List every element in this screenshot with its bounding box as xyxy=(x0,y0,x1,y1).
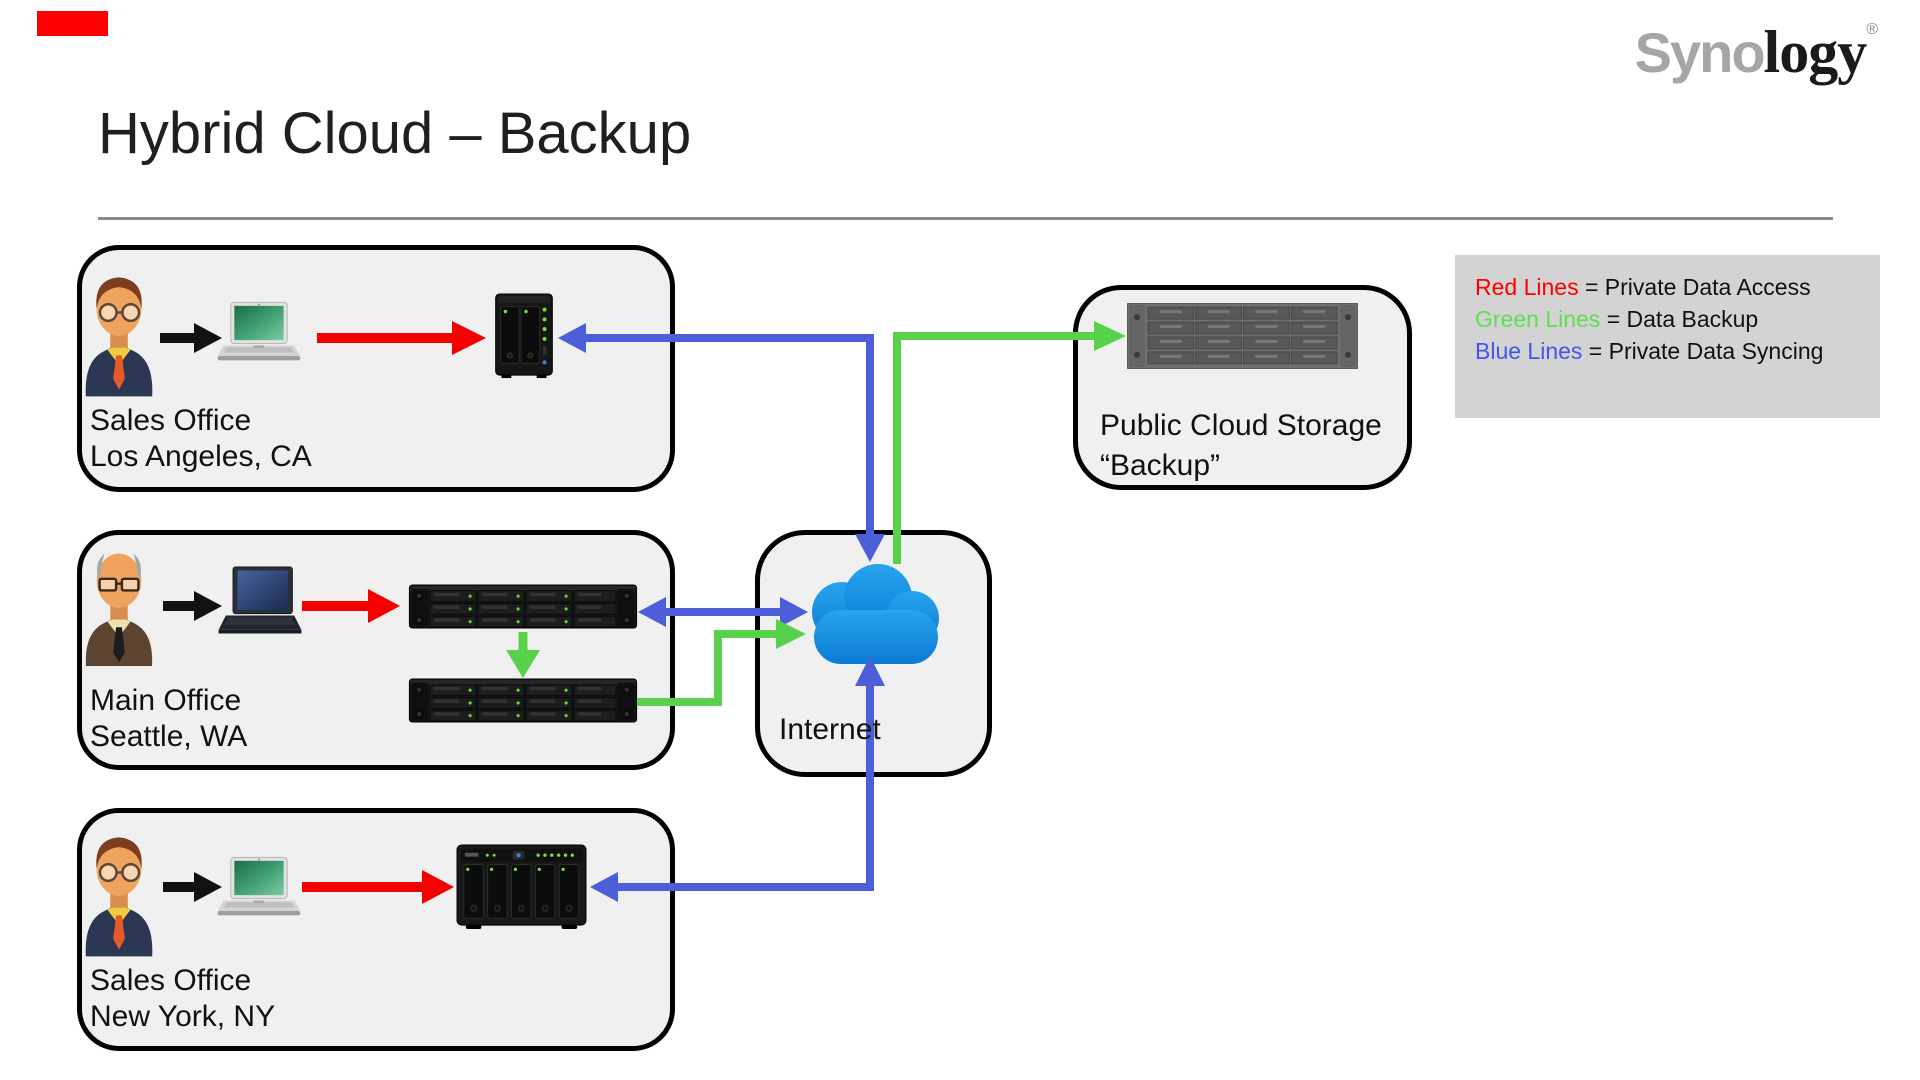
registered-mark: ® xyxy=(1866,21,1878,38)
label-sales-la: Sales Office Los Angeles, CA xyxy=(90,403,312,475)
synology-logo: Synology® xyxy=(1634,19,1878,85)
label-sales-la-line1: Sales Office xyxy=(90,404,252,437)
public-cloud-rack-icon xyxy=(1127,303,1358,369)
legend-red-label: Red Lines xyxy=(1475,274,1579,300)
legend-blue-text: = Private Data Syncing xyxy=(1582,338,1824,364)
legend-row-green: Green Lines = Data Backup xyxy=(1475,303,1880,335)
label-main-office-line2: Seattle, WA xyxy=(90,720,248,753)
legend-blue-label: Blue Lines xyxy=(1475,338,1583,364)
rackstation-icon xyxy=(408,584,638,629)
internet-cloud-icon xyxy=(812,564,939,664)
office-box-main-seattle xyxy=(77,530,675,770)
label-internet: Internet xyxy=(779,713,881,746)
legend-row-red: Red Lines = Private Data Access xyxy=(1475,271,1880,303)
nas-2bay-icon xyxy=(495,293,553,379)
label-sales-la-line2: Los Angeles, CA xyxy=(90,440,312,473)
businessman-icon xyxy=(85,837,153,957)
nas-5bay-icon xyxy=(456,844,587,929)
laptop-icon xyxy=(217,856,301,916)
label-main-office: Main Office Seattle, WA xyxy=(90,683,247,755)
laptop-dark-icon xyxy=(218,566,302,634)
businessman-icon xyxy=(85,277,153,397)
label-public-cloud: Public Cloud Storage “Backup” xyxy=(1100,406,1382,486)
title-divider xyxy=(98,217,1833,220)
legend-row-blue: Blue Lines = Private Data Syncing xyxy=(1475,335,1880,367)
line-legend: Red Lines = Private Data Access Green Li… xyxy=(1455,255,1880,418)
label-public-cloud-line2: “Backup” xyxy=(1100,449,1221,482)
businessman-bald-icon xyxy=(85,553,153,667)
label-public-cloud-line1: Public Cloud Storage xyxy=(1100,409,1382,442)
label-sales-ny-line2: New York, NY xyxy=(90,1000,276,1033)
label-sales-ny: Sales Office New York, NY xyxy=(90,963,275,1035)
legend-red-text: = Private Data Access xyxy=(1578,274,1811,300)
logo-text-black: logy xyxy=(1763,19,1868,85)
page-title: Hybrid Cloud – Backup xyxy=(98,101,692,166)
legend-green-text: = Data Backup xyxy=(1600,306,1759,332)
laptop-icon xyxy=(217,301,301,361)
slide-accent-red-block xyxy=(37,11,108,36)
rackstation-icon xyxy=(408,678,638,723)
label-main-office-line1: Main Office xyxy=(90,684,242,717)
label-sales-ny-line1: Sales Office xyxy=(90,964,252,997)
office-box-sales-la xyxy=(77,245,675,492)
logo-text-gray: Syno xyxy=(1634,21,1766,84)
legend-green-label: Green Lines xyxy=(1475,306,1601,332)
